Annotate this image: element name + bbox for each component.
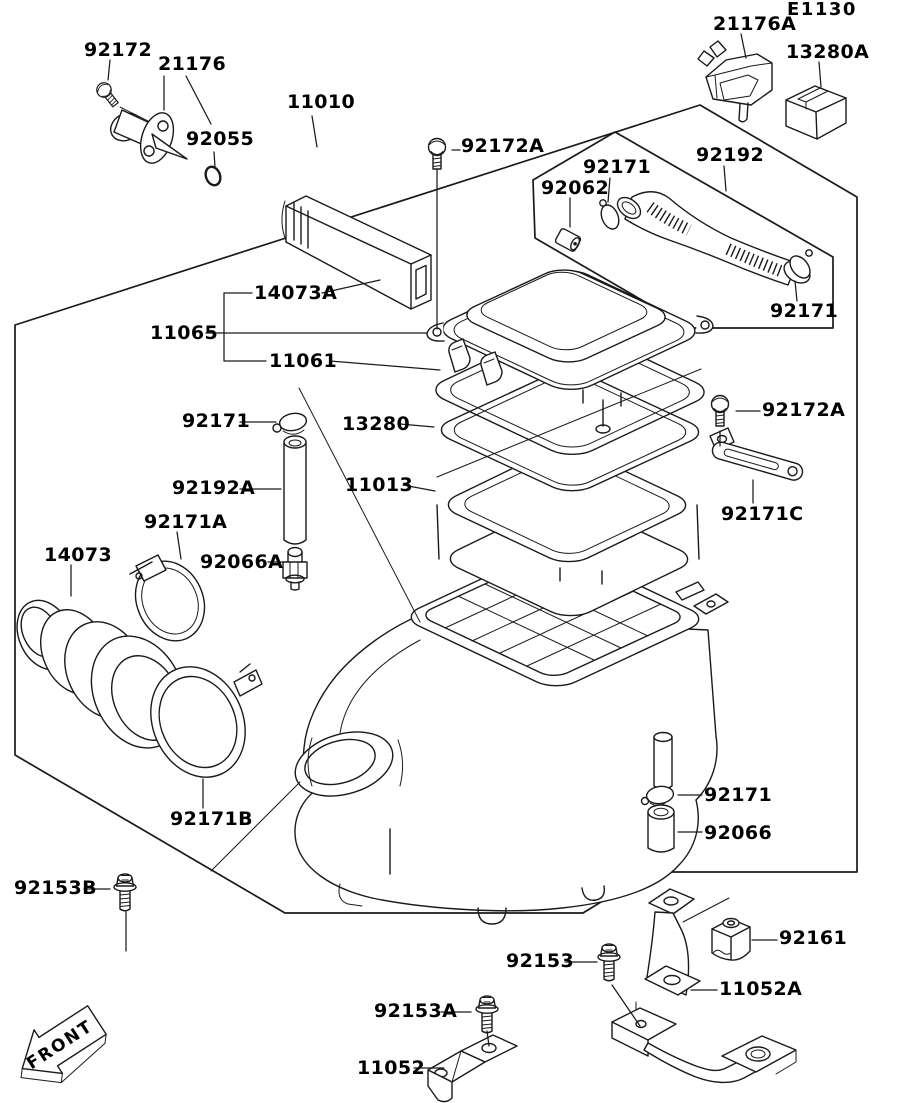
part-label-92172A-top: 92172A bbox=[461, 135, 545, 157]
part-label-92171-hose-right: 92171 bbox=[770, 300, 839, 322]
bolt-92153A bbox=[475, 995, 499, 1034]
clip-92171-bottom bbox=[640, 785, 675, 806]
part-label-11061: 11061 bbox=[269, 350, 338, 372]
reference-lines bbox=[210, 387, 730, 923]
intake-sensor-21176 bbox=[109, 109, 188, 164]
part-label-92062: 92062 bbox=[541, 177, 610, 199]
part-label-11065: 11065 bbox=[150, 322, 219, 344]
part-label-92055: 92055 bbox=[186, 128, 255, 150]
oring-92055 bbox=[204, 165, 222, 187]
bolt-92153 bbox=[597, 943, 621, 982]
vacuum-valve-21176A bbox=[697, 40, 773, 123]
holder-13280A bbox=[785, 85, 847, 140]
part-label-92171B: 92171B bbox=[170, 808, 253, 830]
part-label-92066: 92066 bbox=[704, 822, 773, 844]
part-label-11010: 11010 bbox=[287, 91, 356, 113]
clamp-ring-92171B bbox=[150, 663, 263, 778]
part-label-11052A: 11052A bbox=[719, 978, 803, 1000]
air-cleaner-housing bbox=[294, 593, 729, 925]
part-label-92172: 92172 bbox=[84, 39, 153, 61]
part-label-92171-bottom: 92171 bbox=[704, 784, 773, 806]
hose-clamp-92171-left bbox=[599, 199, 620, 230]
part-label-92066A: 92066A bbox=[200, 551, 284, 573]
part-label-13280A: 13280A bbox=[786, 41, 870, 63]
damper-92161 bbox=[711, 917, 751, 961]
fitting-92062 bbox=[554, 228, 582, 252]
grommet-92066 bbox=[647, 804, 675, 853]
part-label-92192: 92192 bbox=[696, 144, 765, 166]
part-label-92171C: 92171C bbox=[721, 503, 804, 525]
part-label-14073A: 14073A bbox=[254, 282, 338, 304]
air-filter-element-11013 bbox=[437, 443, 699, 621]
part-label-92171-hose-left: 92171 bbox=[583, 156, 652, 178]
part-label-92171A: 92171A bbox=[144, 511, 228, 533]
part-label-92172A-right: 92172A bbox=[762, 399, 846, 421]
air-cleaner-cover bbox=[427, 265, 713, 395]
clip-92171-mid bbox=[272, 412, 308, 435]
part-label-14073: 14073 bbox=[44, 544, 113, 566]
part-label-92153A: 92153A bbox=[374, 1000, 458, 1022]
bolt-92153B bbox=[113, 873, 137, 912]
part-label-92153: 92153 bbox=[506, 950, 575, 972]
front-arrow: FRONT bbox=[20, 1005, 107, 1084]
part-label-92192A: 92192A bbox=[172, 477, 256, 499]
air-duct-14073A bbox=[281, 195, 432, 310]
part-label-92153B: 92153B bbox=[14, 877, 97, 899]
band-plate-92171C bbox=[709, 427, 804, 481]
alignment-ticks bbox=[389, 389, 622, 875]
bracket-11052A bbox=[611, 888, 797, 1084]
hose-clamp-92171-right bbox=[789, 249, 813, 279]
part-label-21176: 21176 bbox=[158, 53, 227, 75]
clamp-92171A bbox=[129, 554, 206, 642]
latch-hooks bbox=[448, 338, 503, 386]
breather-hose-92192 bbox=[616, 191, 811, 286]
screw-92172A-top bbox=[427, 137, 447, 170]
part-label-92171-mid: 92171 bbox=[182, 410, 251, 432]
part-label-13280: 13280 bbox=[342, 413, 411, 435]
part-label-92161: 92161 bbox=[779, 927, 848, 949]
part-label-11013: 11013 bbox=[345, 474, 414, 496]
screw-92172A-right bbox=[710, 394, 730, 427]
fitting-92066A bbox=[282, 546, 308, 591]
element-holder-13280 bbox=[430, 366, 710, 496]
breather-tube-92192A bbox=[283, 435, 307, 545]
bracket-11052 bbox=[427, 1034, 518, 1103]
part-label-21176A: 21176A bbox=[713, 13, 797, 35]
leader-lines bbox=[70, 33, 822, 1069]
part-label-11052: 11052 bbox=[357, 1057, 426, 1079]
fiche-code: E1130 bbox=[787, 0, 857, 20]
